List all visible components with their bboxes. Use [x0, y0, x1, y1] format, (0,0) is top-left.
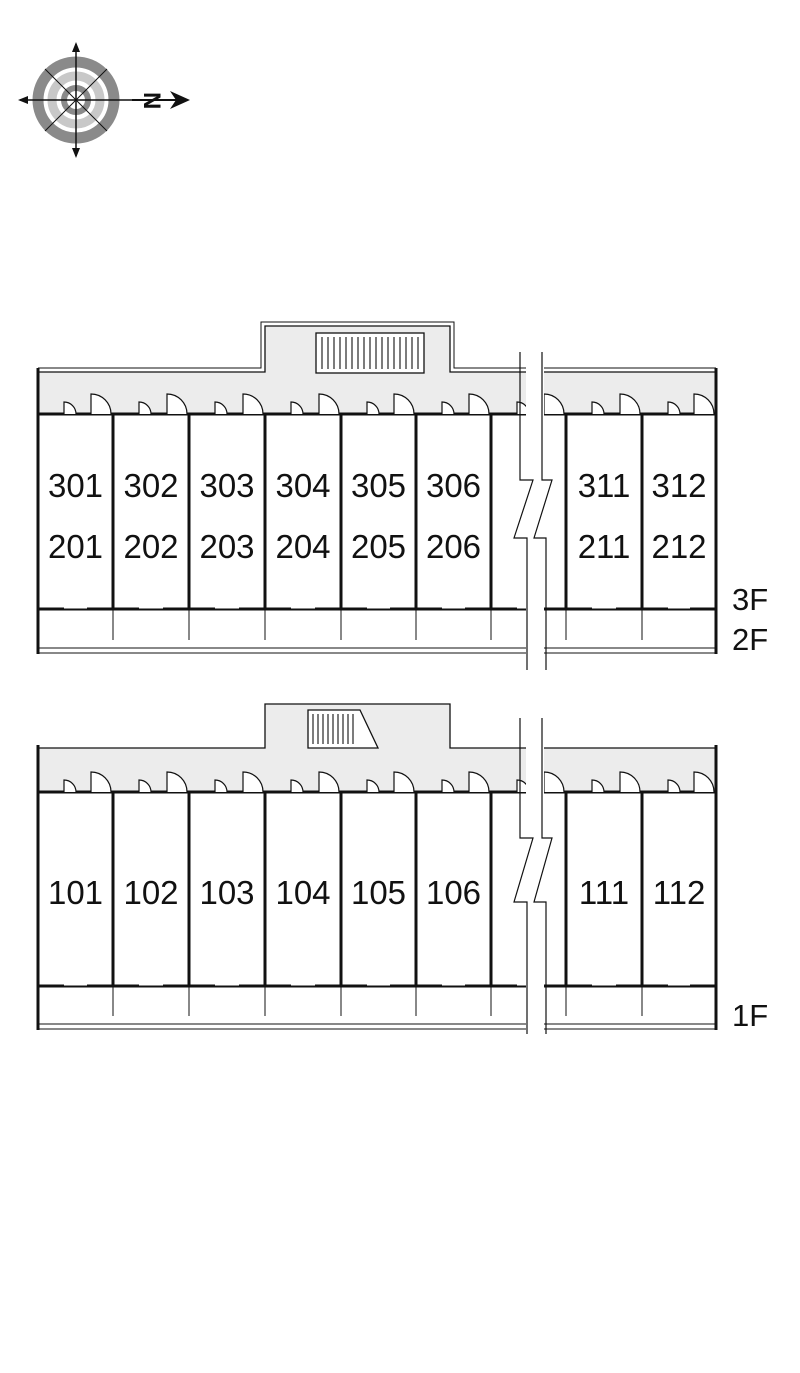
door-swing-icon: [619, 771, 641, 793]
unit-number-label: 111: [579, 874, 629, 911]
door-swing-icon: [366, 401, 380, 415]
door-swing-icon: [591, 779, 605, 793]
door-swing-icon: [468, 393, 490, 415]
door-swing-icon: [214, 401, 228, 415]
door-swing-icon: [90, 771, 112, 793]
unit-number-label: 101: [48, 874, 103, 911]
unit-number-label: 311: [578, 467, 631, 504]
door-swing-icon: [667, 401, 681, 415]
door-swing-icon: [441, 401, 455, 415]
unit-number-label: 302: [123, 467, 178, 504]
floor-label-1f: 1F: [732, 998, 768, 1033]
door-swing-icon: [242, 393, 264, 415]
unit-number-label: 206: [426, 528, 481, 565]
ground-floor-block: 101 102 103 104 105 106 111 112 1F: [36, 703, 768, 1036]
unit-number-label: 301: [48, 467, 103, 504]
unit-number-label: 312: [651, 467, 706, 504]
door-swing-icon: [393, 393, 415, 415]
door-swing-icon: [242, 771, 264, 793]
door-swing-icon: [214, 779, 228, 793]
unit-number-label: 202: [123, 528, 178, 565]
door-swing-icon: [318, 771, 340, 793]
unit-number-label: 211: [578, 528, 631, 565]
unit-number-label: 305: [351, 467, 406, 504]
door-swing-icon: [318, 393, 340, 415]
unit-number-label: 103: [199, 874, 254, 911]
door-swing-icon: [63, 779, 77, 793]
unit-number-label: 205: [351, 528, 406, 565]
door-swing-icon: [90, 393, 112, 415]
door-swing-icon: [138, 401, 152, 415]
door-swing-icon: [693, 771, 715, 793]
unit-number-label: 204: [275, 528, 330, 565]
unit-number-label: 106: [426, 874, 481, 911]
unit-number-label: 306: [426, 467, 481, 504]
unit-number-label: 105: [351, 874, 406, 911]
compass-north-label: N: [138, 92, 165, 109]
unit-number-label: 304: [275, 467, 330, 504]
door-swing-icon: [693, 393, 715, 415]
unit-number-label: 203: [199, 528, 254, 565]
door-swing-icon: [543, 393, 565, 415]
door-swing-icon: [619, 393, 641, 415]
door-swing-icon: [290, 779, 304, 793]
door-swing-icon: [667, 779, 681, 793]
door-swing-icon: [63, 401, 77, 415]
unit-number-label: 112: [653, 874, 706, 911]
door-swing-icon: [393, 771, 415, 793]
door-swing-icon: [591, 401, 605, 415]
door-swing-icon: [543, 771, 565, 793]
door-swing-icon: [366, 779, 380, 793]
unit-number-label: 201: [48, 528, 103, 565]
unit-number-label: 102: [123, 874, 178, 911]
door-swing-icon: [166, 393, 188, 415]
door-swing-icon: [166, 771, 188, 793]
unit-number-label: 104: [275, 874, 330, 911]
upper-floors-block: 301 201 302 202 303 203 304 204 305 205 306 206 311 2…: [36, 321, 768, 672]
unit-number-label: 303: [199, 467, 254, 504]
floor-label-3f: 3F: [732, 582, 768, 617]
door-swing-icon: [441, 779, 455, 793]
door-swing-icon: [290, 401, 304, 415]
door-swing-icon: [468, 771, 490, 793]
compass-rose-icon: [18, 42, 190, 158]
door-swing-icon: [138, 779, 152, 793]
unit-number-label: 212: [651, 528, 706, 565]
floor-label-2f: 2F: [732, 622, 768, 657]
